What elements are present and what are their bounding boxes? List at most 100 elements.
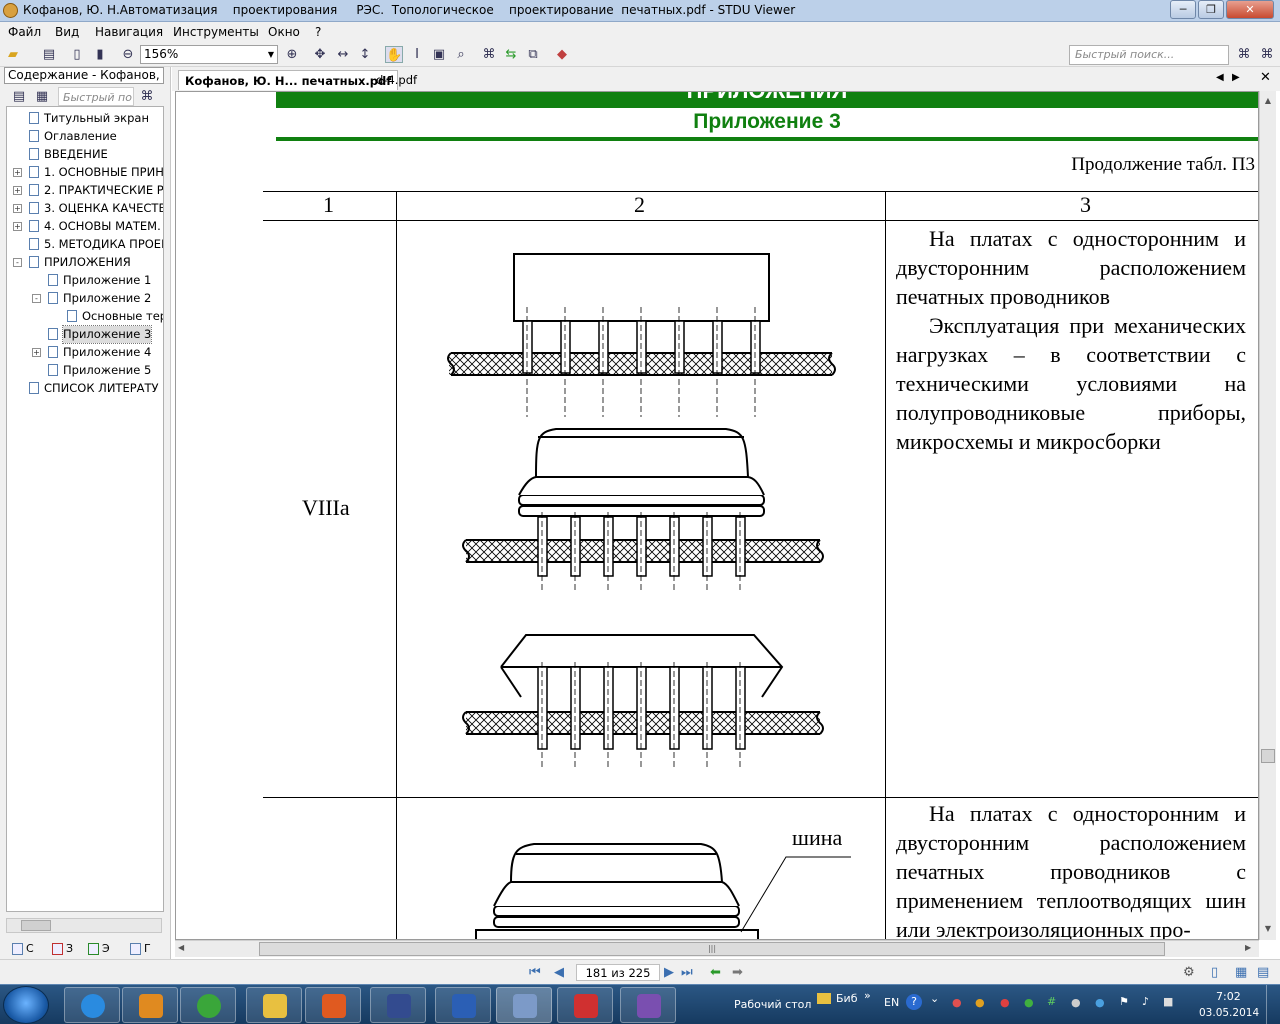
scroll-thumb[interactable]: ||| — [259, 942, 1165, 956]
help-icon[interactable]: ? — [906, 994, 922, 1010]
expand-icon[interactable]: + — [32, 348, 41, 357]
vertical-scrollbar[interactable]: ▲ ▼ — [1259, 91, 1276, 940]
tab-contents[interactable]: С — [10, 940, 34, 958]
expand-icon[interactable]: + — [13, 222, 22, 231]
collapse-icon[interactable]: - — [13, 258, 22, 267]
tray-icon[interactable]: ● — [975, 996, 985, 1009]
menu-file[interactable]: Файл — [8, 25, 42, 39]
select-text-icon[interactable]: I — [415, 47, 419, 62]
zoom-in-icon[interactable]: ⊕ — [286, 47, 298, 62]
expand-icon[interactable]: + — [13, 186, 22, 195]
taskbar-explorer[interactable] — [246, 987, 302, 1023]
start-button[interactable] — [3, 986, 49, 1024]
menu-tools[interactable]: Инструменты — [173, 25, 259, 39]
tree-item[interactable]: ПРИЛОЖЕНИЯ — [29, 254, 131, 271]
settings-icon[interactable]: ⚙ — [1183, 965, 1195, 980]
zoom-select[interactable]: 156% ▼ — [140, 45, 278, 64]
expand-icon[interactable]: + — [13, 204, 22, 213]
tab-scroll-left-icon[interactable]: ◀ — [1216, 72, 1224, 83]
close-button[interactable]: ✕ — [1226, 0, 1274, 19]
taskbar-ie[interactable] — [64, 987, 120, 1023]
binoculars-icon[interactable]: ⌘ — [140, 89, 154, 104]
menu-view[interactable]: Вид — [55, 25, 80, 39]
bookmark-icon[interactable]: ◆ — [557, 47, 567, 62]
contents-tab[interactable]: Содержание - Кофанов, Ю. — [4, 67, 164, 84]
taskbar-stdu[interactable] — [496, 987, 552, 1023]
clock-date[interactable]: 03.05.2014 — [1199, 1007, 1260, 1019]
fit-page-icon[interactable]: ✥ — [314, 47, 326, 62]
last-page-icon[interactable]: ⏭ — [681, 965, 693, 980]
tree-item[interactable]: Приложение 5 — [48, 362, 151, 379]
tree-item[interactable]: 4. ОСНОВЫ МАТЕМ. — [29, 218, 161, 235]
tree-expand-icon[interactable]: ▤ — [12, 89, 26, 104]
tree-item[interactable]: Приложение 1 — [48, 272, 151, 289]
taskbar-save[interactable] — [370, 987, 426, 1023]
facing-pages-icon[interactable]: ▦ — [1235, 965, 1248, 980]
tab-search[interactable]: Г — [128, 940, 151, 958]
folder-toolbar-label[interactable]: Биб — [836, 992, 858, 1005]
print-icon[interactable]: ▤ — [42, 47, 56, 62]
tray-icon[interactable]: ● — [952, 996, 962, 1009]
menu-navigation[interactable]: Навигация — [95, 25, 164, 39]
pages-icon[interactable]: ▮ — [96, 47, 104, 62]
tree-collapse-icon[interactable]: ▦ — [35, 89, 49, 104]
tab-bookmarks[interactable]: З — [50, 940, 73, 958]
volume-icon[interactable]: ♪ — [1142, 995, 1150, 1008]
single-page-view-icon[interactable]: ▯ — [1211, 965, 1219, 980]
tree-item[interactable]: 1. ОСНОВНЫЕ ПРИН — [29, 164, 163, 181]
tray-icon[interactable]: ■ — [1163, 995, 1174, 1008]
scroll-thumb[interactable] — [21, 920, 51, 931]
collapse-icon[interactable]: - — [32, 294, 41, 303]
scroll-right-icon[interactable]: ▶ — [1245, 943, 1252, 952]
zoom-tool-icon[interactable]: ⌕ — [457, 47, 465, 62]
find-prev-icon[interactable]: ⌘ — [1260, 47, 1274, 62]
clock-time[interactable]: 7:02 — [1216, 990, 1241, 1003]
zoom-out-icon[interactable]: ⊖ — [122, 47, 134, 62]
find-next-icon[interactable]: ⌘ — [1237, 47, 1251, 62]
language-indicator[interactable]: EN — [884, 996, 900, 1009]
scroll-down-icon[interactable]: ▼ — [1264, 924, 1272, 933]
minimize-button[interactable]: ─ — [1170, 0, 1196, 19]
back-icon[interactable]: ⬅ — [710, 965, 721, 980]
scroll-up-icon[interactable]: ▲ — [1264, 96, 1272, 105]
tray-icon[interactable]: ● — [1000, 996, 1010, 1009]
tree-item[interactable]: Приложение 4 — [48, 344, 151, 361]
taskbar-matlab[interactable] — [305, 987, 361, 1023]
tray-icon[interactable]: ● — [1095, 996, 1105, 1009]
fit-width-icon[interactable]: ↔ — [337, 47, 349, 62]
tab-scroll-right-icon[interactable]: ▶ — [1232, 72, 1240, 83]
first-page-icon[interactable]: ⏮ — [529, 965, 541, 980]
tray-icon[interactable]: ● — [1071, 996, 1081, 1009]
tree-item[interactable]: Оглавление — [29, 128, 117, 145]
continuous-view-icon[interactable]: ▤ — [1257, 965, 1270, 980]
tree-item[interactable]: СПИСОК ЛИТЕРАТУ — [29, 380, 159, 397]
tree-horizontal-scrollbar[interactable] — [6, 918, 162, 933]
taskbar-visual-studio[interactable] — [620, 987, 676, 1023]
previous-page-icon[interactable]: ◀ — [554, 965, 564, 980]
open-folder-icon[interactable]: ▰ — [8, 47, 18, 62]
tree-item[interactable]: 5. МЕТОДИКА ПРОЕК — [29, 236, 163, 253]
tree-item[interactable]: Основные тер — [67, 308, 163, 325]
tree-item[interactable]: Приложение 2 — [48, 290, 151, 307]
taskbar-chrome[interactable] — [180, 987, 236, 1023]
tab-thumbnails[interactable]: Э — [86, 940, 110, 958]
hand-tool-icon[interactable]: ✋ — [385, 46, 403, 63]
scroll-thumb[interactable] — [1261, 749, 1275, 763]
tab-document-active[interactable]: Кофанов, Ю. Н... печатных.pdf — [178, 70, 399, 90]
tab-document[interactable]: d-4.pdf — [376, 73, 418, 87]
tree-item[interactable]: 2. ПРАКТИЧЕСКИЕ Р — [29, 182, 163, 199]
horizontal-scrollbar[interactable]: ◀ ||| ▶ — [175, 940, 1259, 957]
tree-item-selected[interactable]: Приложение 3 — [48, 325, 153, 344]
document-view[interactable]: ПРИЛОЖЕНИЯ Приложение 3 Продолжение табл… — [175, 91, 1259, 940]
network-icon[interactable]: ⚑ — [1119, 995, 1129, 1008]
close-tab-icon[interactable]: ✕ — [1260, 70, 1271, 85]
tree-item[interactable]: ВВЕДЕНИЕ — [29, 146, 108, 163]
menu-help[interactable]: ? — [315, 25, 322, 39]
quick-search-input[interactable]: Быстрый поиск... — [1069, 45, 1229, 65]
desktop-toolbar-label[interactable]: Рабочий стол — [734, 998, 812, 1011]
forward-icon[interactable]: ➡ — [732, 965, 743, 980]
next-page-icon[interactable]: ▶ — [664, 965, 674, 980]
page-indicator[interactable]: 181 из 225 — [576, 964, 660, 981]
chevron-icon[interactable]: » — [864, 989, 871, 1002]
contents-search-input[interactable]: Быстрый по — [58, 87, 134, 106]
